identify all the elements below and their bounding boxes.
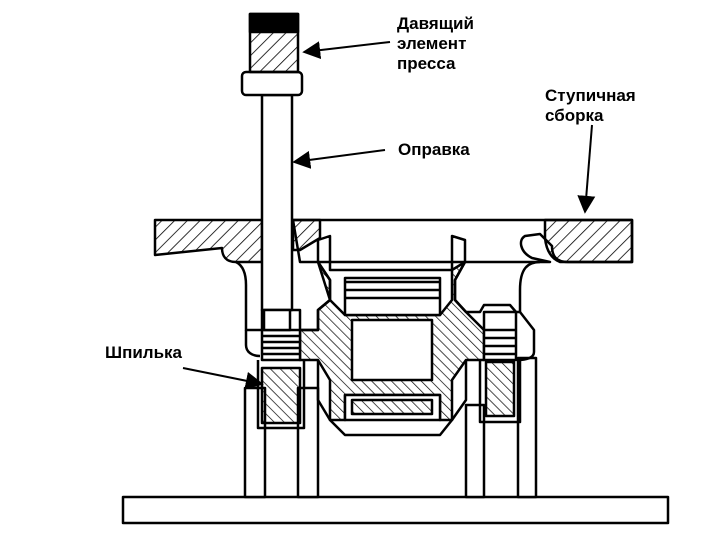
label-mandrel: Оправка <box>398 140 470 159</box>
label-hub-assembly-line-1: Ступичная <box>545 86 636 105</box>
leader-press-ram <box>302 41 391 60</box>
leader-hub-assembly <box>577 124 596 214</box>
left-stud <box>256 328 306 430</box>
label-press-ram-line-2: элемент <box>397 34 467 53</box>
base-plate <box>121 495 670 525</box>
support-posts <box>243 356 538 499</box>
label-stud: Шпилька <box>105 343 183 362</box>
leader-mandrel <box>292 149 386 169</box>
label-hub-assembly: Ступичная сборка <box>545 86 636 126</box>
label-hub-assembly-line-2: сборка <box>545 106 604 125</box>
leader-stud <box>182 367 264 390</box>
label-press-ram-line-1: Давящий <box>397 14 474 33</box>
hub-flange <box>153 218 634 264</box>
label-press-ram: Давящий элемент пресса <box>397 14 474 74</box>
press-ram <box>248 12 300 74</box>
hub-body <box>235 234 541 437</box>
mandrel <box>240 70 304 332</box>
right-stud <box>478 310 522 424</box>
label-press-ram-line-3: пресса <box>397 54 456 73</box>
